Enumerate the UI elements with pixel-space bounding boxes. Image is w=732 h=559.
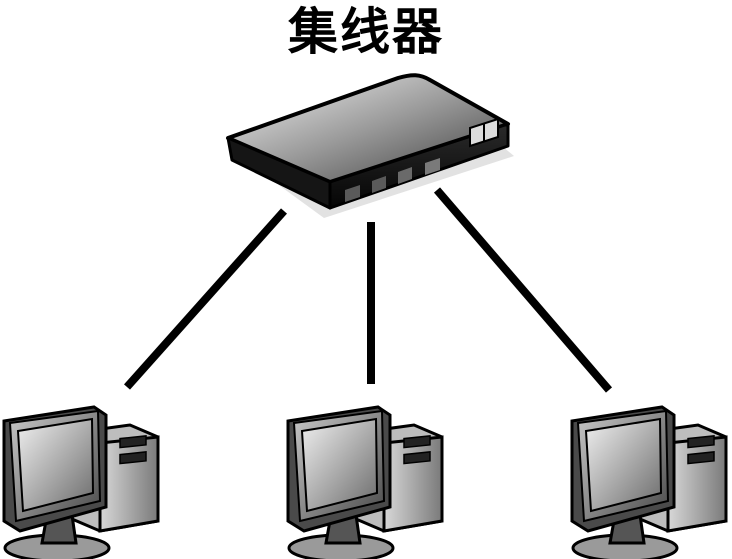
link-hub-to-computer-right	[433, 187, 613, 393]
connection-lines	[124, 187, 613, 393]
computer-icon	[570, 405, 728, 559]
link-hub-to-computer-left	[124, 208, 287, 390]
computer-icon	[286, 405, 444, 559]
computer-icon	[2, 405, 160, 559]
hub-icon	[226, 73, 514, 218]
diagram-title: 集线器	[288, 3, 444, 61]
